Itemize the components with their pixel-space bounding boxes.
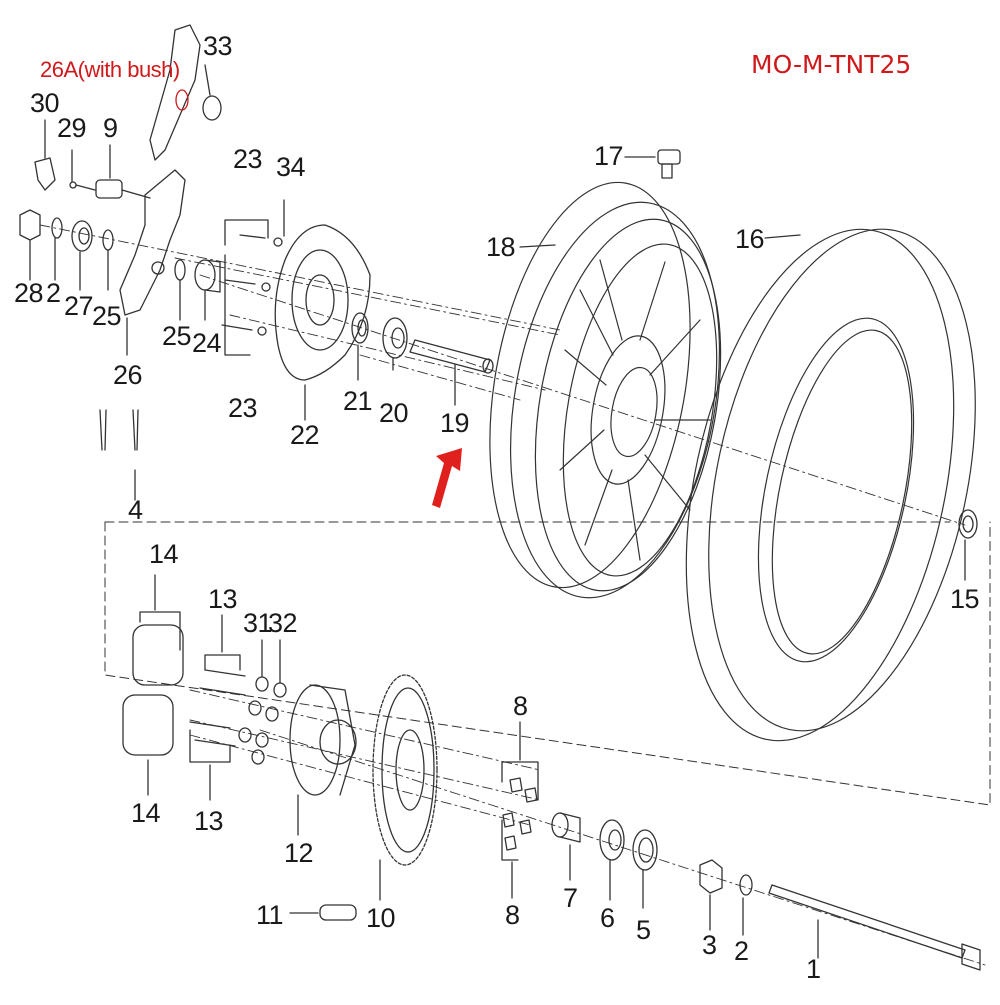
part-label-12: 12 [284, 838, 314, 868]
part-label-14: 14 [131, 798, 161, 828]
part-label-22: 22 [290, 420, 320, 450]
arrow-up-right-icon [432, 448, 462, 508]
part-label-24: 24 [192, 328, 222, 358]
bolt-9 [95, 144, 151, 199]
part-label-8: 8 [513, 691, 529, 721]
part-label-29: 29 [57, 113, 87, 143]
part-label-11: 11 [256, 900, 284, 930]
part-label-18: 18 [486, 232, 516, 262]
part-label-13: 13 [208, 584, 238, 614]
part-label-28: 28 [14, 278, 44, 308]
part-label-26: 26 [113, 360, 143, 390]
washer-2-lower [739, 874, 753, 936]
valve [624, 149, 681, 179]
part-label-27: 27 [64, 291, 94, 321]
part-label-7: 7 [563, 883, 579, 913]
bolts-13 [189, 614, 246, 801]
part-label-31: 31 [243, 608, 273, 638]
pin-29 [69, 149, 96, 191]
part-label-6: 6 [600, 903, 616, 933]
bracket-26 [119, 169, 186, 356]
part-label-5: 5 [636, 915, 652, 945]
model-code: MO-M-TNT25 [751, 50, 912, 79]
note-26a: 26A(with bush) [40, 57, 180, 82]
plate-30 [34, 119, 56, 191]
tire [685, 228, 976, 742]
bearing-15 [958, 509, 978, 539]
spacer-7 [551, 812, 581, 881]
part-label-9: 9 [103, 113, 119, 143]
part-label-8: 8 [505, 900, 521, 930]
nuts-8-upper [501, 721, 539, 803]
part-label-13: 13 [194, 806, 224, 836]
washers-31-32 [238, 639, 287, 765]
part-label-34: 34 [276, 152, 306, 182]
part-label-19: 19 [440, 408, 470, 438]
bracket-33 [149, 24, 222, 161]
part-label-23: 23 [233, 144, 263, 174]
part-label-1: 1 [806, 954, 822, 984]
part-label-10: 10 [366, 903, 396, 933]
ring-25-right [174, 259, 186, 321]
part-label-14: 14 [149, 539, 179, 569]
nut-28 [19, 209, 41, 281]
brake-disc [274, 224, 371, 421]
seal-5 [632, 829, 658, 909]
ring-25-left [102, 229, 114, 291]
assembly-box [104, 521, 991, 806]
bolts-23 [221, 199, 285, 356]
leader-lines [519, 234, 966, 581]
chain-11 [289, 904, 357, 921]
part-label-4: 4 [128, 495, 144, 525]
nuts-8-lower [501, 812, 532, 899]
part-label-2: 2 [46, 278, 62, 308]
rim [489, 181, 722, 599]
nut-3 [699, 859, 723, 931]
cotter-pins-4 [99, 409, 139, 501]
axle-1 [768, 884, 981, 971]
part-label-20: 20 [379, 398, 409, 428]
sleeve-19 [409, 339, 494, 406]
part-label-3: 3 [702, 930, 718, 960]
part-label-23: 23 [228, 393, 258, 423]
dampers-14 [122, 574, 184, 796]
part-label-25: 25 [162, 321, 192, 351]
part-label-16: 16 [735, 224, 765, 254]
upper-axis-lines [39, 224, 966, 526]
part-label-25: 25 [92, 301, 122, 331]
lower-axis-lines [189, 689, 986, 966]
part-label-30: 30 [30, 88, 60, 118]
spacer-24 [194, 259, 221, 321]
bearing-20 [382, 317, 408, 371]
bearing-27 [71, 220, 93, 291]
washer-2-upper [51, 217, 63, 281]
part-label-17: 17 [594, 141, 624, 171]
part-label-32: 32 [268, 608, 298, 638]
part-label-2: 2 [734, 936, 750, 966]
sprocket-10 [372, 674, 438, 901]
part-label-33: 33 [203, 31, 233, 61]
bearing-21 [351, 312, 369, 381]
hub-12 [289, 684, 357, 836]
part-label-15: 15 [950, 584, 980, 614]
bearing-6 [599, 819, 625, 901]
part-label-21: 21 [343, 386, 373, 416]
